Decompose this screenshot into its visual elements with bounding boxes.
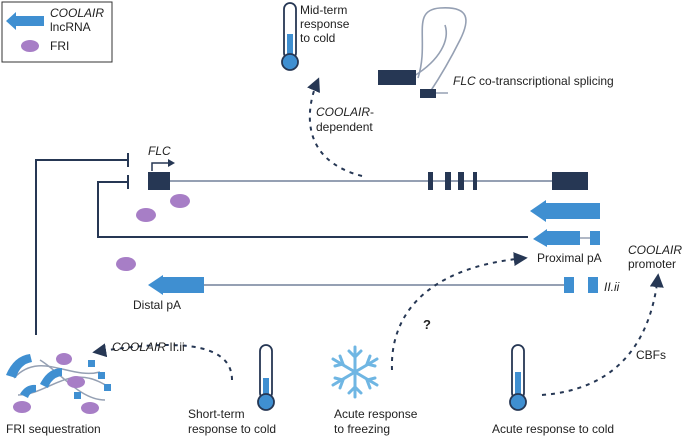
splicing-exon-large <box>378 70 416 85</box>
snowflake-icon <box>331 345 379 399</box>
coolair-dependent-italic: COOLAIR <box>316 105 371 119</box>
arrow-to-sequestration <box>92 343 233 381</box>
thermometer-acute-cold-icon <box>509 344 527 411</box>
arrow-to-proximal <box>390 252 528 371</box>
splicing-exon-small <box>420 89 436 98</box>
acute-freezing-label-2: to freezing <box>334 422 391 436</box>
proximal-pa-label: Proximal pA <box>537 251 602 265</box>
flc-gene <box>148 159 588 190</box>
acute-freezing-label-1: Acute response <box>334 407 418 421</box>
coolair-promoter-text: promoter <box>628 257 677 271</box>
legend-lncrna-arrow-icon <box>6 12 44 30</box>
mid-term-label-3: to cold <box>300 31 336 45</box>
coolair-promoter-italic: COOLAIR <box>628 243 683 257</box>
coolair-proximal <box>530 200 600 247</box>
cbfs-label: CBFs <box>636 348 666 362</box>
coolair-iiii-label: COOLAIR II.ii <box>112 340 185 354</box>
flc-exon-last <box>552 172 588 190</box>
splicing-text: co-transcriptional splicing <box>475 74 614 88</box>
mid-term-label-1: Mid-term <box>300 3 348 17</box>
flc-label: FLC <box>148 144 171 158</box>
arrow-to-promoter <box>541 273 664 396</box>
iiii-label: II.ii <box>604 280 620 294</box>
legend-lncrna-text: lncRNA <box>50 20 91 34</box>
coolair-dependent-dash: - <box>370 105 375 119</box>
legend-lncrna-italic: COOLAIR <box>50 6 105 20</box>
flc-exon-4 <box>458 172 464 190</box>
repression-lines <box>35 153 528 335</box>
legend-frame <box>1 1 113 63</box>
splicing-loop <box>378 7 467 98</box>
short-term-label-1: Short-term <box>188 407 245 421</box>
fri-near-flc-1 <box>170 194 190 208</box>
coolair-dependent-label: COOLAIR- <box>316 105 374 119</box>
flc-exon-5 <box>473 172 477 190</box>
acute-cold-label: Acute response to cold <box>492 422 615 436</box>
coolair-dependent-label-2: dependent <box>316 120 373 134</box>
fri-near-distal <box>116 257 136 271</box>
legend-fri-icon <box>21 40 39 52</box>
splicing-italic: FLC <box>453 74 476 88</box>
coolair-distal <box>148 275 598 295</box>
splicing-label: FLC co-transcriptional splicing <box>453 74 614 88</box>
legend-fri-label: FRI <box>50 39 70 53</box>
fri-sequestration-cluster-icon <box>6 353 111 414</box>
mid-term-label-2: response <box>300 17 350 31</box>
coolair-iiii-text: II.ii <box>166 340 185 354</box>
thermometer-short-term-icon <box>257 344 275 411</box>
tss-arrow-icon <box>151 162 168 171</box>
fri-near-flc-2 <box>136 208 156 222</box>
thermometer-mid-term-icon <box>281 2 299 71</box>
fri-sequestration-label: FRI sequestration <box>6 422 101 436</box>
question-mark: ? <box>423 317 431 332</box>
short-term-label-2: response to cold <box>188 422 277 436</box>
flc-exon-2 <box>428 172 433 190</box>
coolair-iiii-italic: COOLAIR <box>112 340 167 354</box>
distal-pa-label: Distal pA <box>133 298 182 312</box>
flc-exon-3 <box>445 172 451 190</box>
flc-exon-1 <box>148 172 170 190</box>
arrow-to-mid-term <box>307 77 363 177</box>
